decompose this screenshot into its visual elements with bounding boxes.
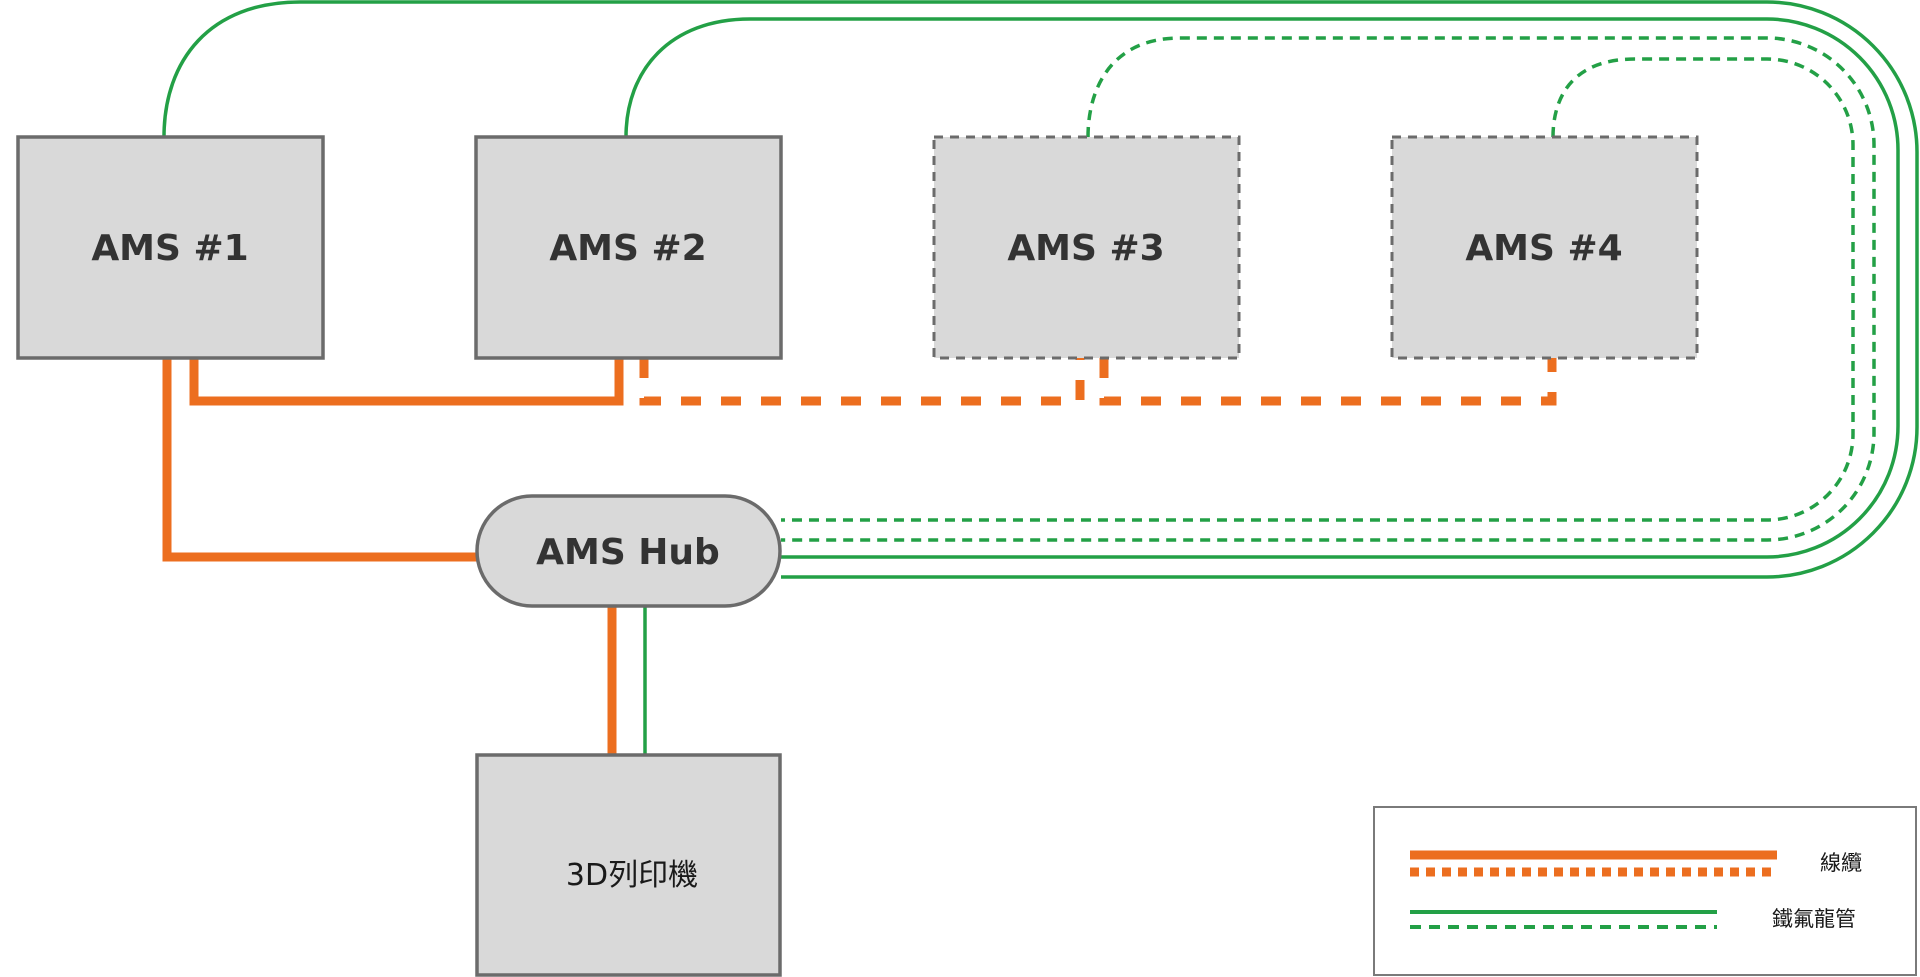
cable-ams3-to-ams4 xyxy=(1099,358,1557,406)
printer-box[interactable] xyxy=(475,753,782,977)
node-ams3[interactable]: AMS #3 xyxy=(932,135,1241,360)
ams2-box[interactable] xyxy=(474,135,783,360)
cable-ams1-to-hub xyxy=(162,358,478,562)
node-hub[interactable]: AMS Hub xyxy=(475,494,782,608)
ams1-box[interactable] xyxy=(16,135,325,360)
ams1-label: AMS #1 xyxy=(91,228,248,269)
tube-ams1-to-hub xyxy=(162,0,1919,579)
ams3-box[interactable] xyxy=(932,135,1241,360)
hub-pill[interactable] xyxy=(475,494,782,608)
node-ams1[interactable]: AMS #1 xyxy=(16,135,325,360)
ams4-box[interactable] xyxy=(1390,135,1699,360)
tube-ams2-to-hub xyxy=(624,17,1900,559)
ams4-label: AMS #4 xyxy=(1465,228,1622,269)
printer-label: 3D列印機 xyxy=(566,858,698,893)
cables xyxy=(162,358,1557,755)
ptfe-tubes xyxy=(162,0,1919,755)
cable-ams2-to-ams3 xyxy=(639,358,1085,406)
ams3-label: AMS #3 xyxy=(1007,228,1164,269)
legend-box xyxy=(1373,806,1917,976)
legend-cable-label: 線纜 xyxy=(1820,851,1862,875)
cable-ams1-to-ams2 xyxy=(189,358,624,406)
node-ams2[interactable]: AMS #2 xyxy=(474,135,783,360)
node-printer[interactable]: 3D列印機 xyxy=(475,753,782,977)
legend: 線纜 鐵氟龍管 xyxy=(1373,806,1917,976)
tube-ams3-to-hub xyxy=(781,36,1876,542)
node-ams4[interactable]: AMS #4 xyxy=(1390,135,1699,360)
hub-label: AMS Hub xyxy=(536,532,720,573)
ams2-label: AMS #2 xyxy=(549,228,706,269)
legend-tube-label: 鐵氟龍管 xyxy=(1772,907,1856,931)
tube-ams4-to-hub xyxy=(781,57,1855,522)
